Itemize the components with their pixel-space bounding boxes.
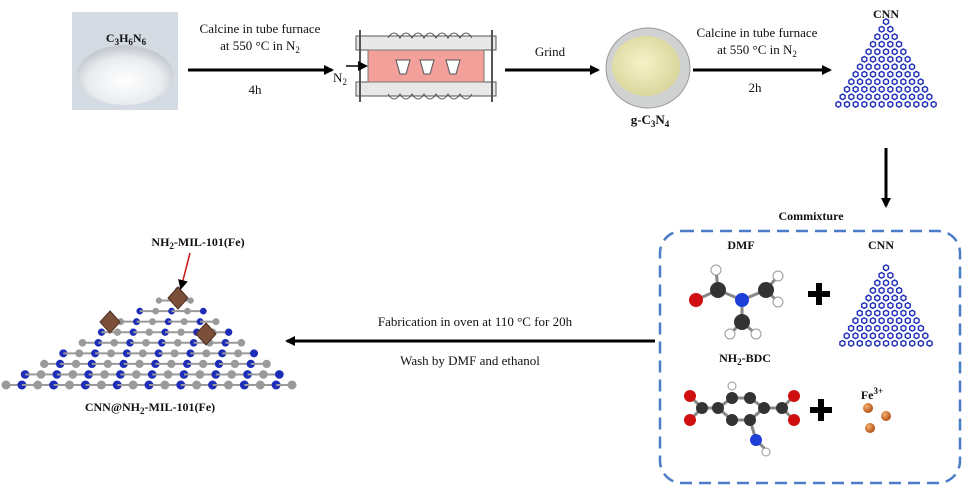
label-gcn: g-C3N4 — [610, 112, 690, 132]
label-step4-line2: Wash by DMF and ethanol — [360, 353, 580, 369]
label-grind: Grind — [520, 44, 580, 60]
fe-ions — [863, 403, 891, 433]
melamine-powder-image — [72, 12, 178, 110]
product-network — [2, 287, 297, 390]
plus-sign-2 — [810, 399, 832, 421]
label-step3-time: 2h — [735, 80, 775, 96]
label-melamine: C3H6N6 — [94, 30, 158, 50]
cnn-network-box — [840, 265, 932, 346]
label-nh2-bdc: NH2-BDC — [700, 350, 790, 370]
label-product-pointer: NH2-MIL-101(Fe) — [118, 234, 278, 254]
pointer-arrow — [181, 253, 190, 288]
label-furnace-gas: N2 — [330, 70, 350, 90]
label-product: CNN@NH2-MIL-101(Fe) — [60, 399, 240, 419]
label-step1-line1: Calcine in tube furnace — [180, 21, 340, 37]
label-cnn-box: CNN — [856, 237, 906, 253]
dmf-molecule — [689, 265, 783, 339]
label-step1-line2: at 550 °C in N2 — [180, 38, 340, 58]
label-dmf: DMF — [716, 237, 766, 253]
gcn-powder-image — [606, 28, 690, 108]
label-fe: Fe3+ — [852, 383, 892, 403]
label-step1-time: 4h — [230, 82, 280, 98]
label-step4-line1: Fabrication in oven at 110 °C for 20h — [330, 314, 620, 330]
tube-furnace-icon — [356, 30, 496, 102]
label-step3-line1: Calcine in tube furnace — [682, 25, 832, 41]
nh2-bdc-molecule — [684, 382, 800, 456]
label-step3-line2: at 550 °C in N2 — [682, 42, 832, 62]
plus-sign-1 — [808, 283, 830, 305]
label-commixture: Commixture — [756, 208, 866, 224]
label-cnn-top: CNN — [861, 6, 911, 22]
cnn-network-top — [836, 19, 936, 107]
